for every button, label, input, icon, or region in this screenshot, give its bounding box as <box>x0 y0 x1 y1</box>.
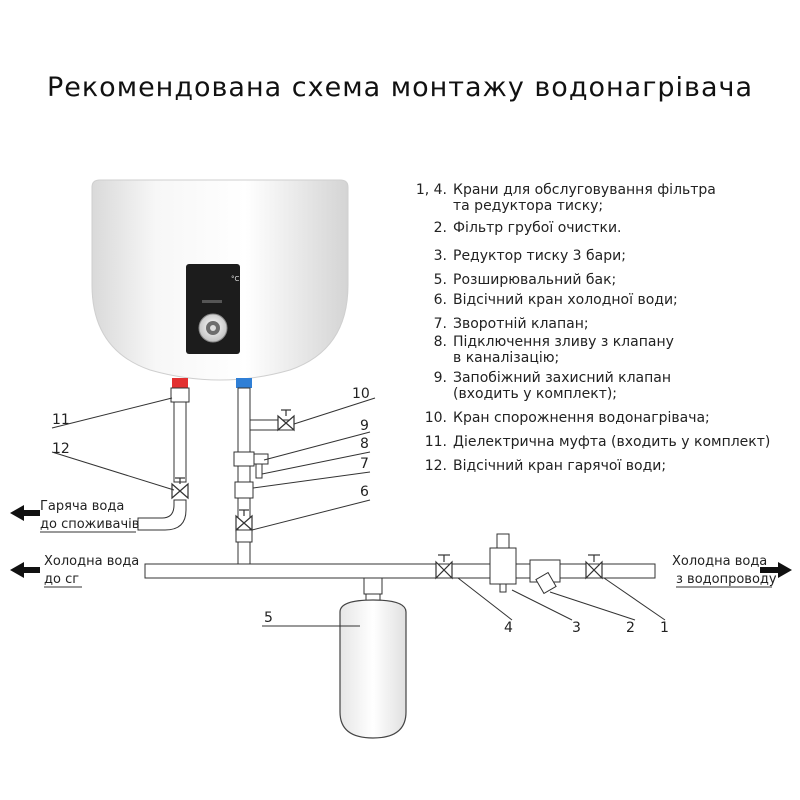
valve-1-icon <box>585 554 603 580</box>
callout-9: 9 <box>360 418 369 434</box>
callout-1: 1 <box>660 620 669 636</box>
expansion-vessel <box>339 599 407 739</box>
cold-shutoff-valve-icon <box>235 509 253 532</box>
legend-item: 11.Діелектрична муфта (входить у комплек… <box>424 434 771 450</box>
callout-7: 7 <box>360 456 369 472</box>
legend-item: 5.Розширювальний бак; <box>433 272 617 288</box>
page-title: Рекомендована схема монтажу водонагрівач… <box>46 72 753 103</box>
callout-3: 3 <box>572 620 581 636</box>
callout-11: 11 <box>52 412 70 428</box>
cold-inlet <box>236 378 252 388</box>
legend-item: 1, 4.Крани для обслуговування фільтра та… <box>415 182 716 214</box>
legend-item: 10.Кран спорожнення водонагрівача; <box>424 410 710 426</box>
callout-6: 6 <box>360 484 369 500</box>
hot-out-label-1: Гаряча вода <box>40 499 124 514</box>
callout-2: 2 <box>626 620 635 636</box>
hot-shutoff-valve-icon <box>171 477 189 500</box>
cold-in-label-1: Холодна вода <box>672 554 767 569</box>
callout-8: 8 <box>360 436 369 452</box>
hot-outlet <box>172 378 188 388</box>
callout-12: 12 <box>52 441 70 457</box>
callout-5: 5 <box>264 610 273 626</box>
cold-out-label-1: Холодна вода <box>44 554 139 569</box>
hot-out-arrow-icon <box>10 505 40 521</box>
callout-4: 4 <box>504 620 513 636</box>
dielectric-coupling <box>170 387 190 403</box>
cold-out-arrow-icon <box>10 562 40 578</box>
legend-item: 9.Запобіжний захисний клапан (входить у … <box>433 370 671 402</box>
drain-valve-icon <box>277 409 295 432</box>
legend-item: 3.Редуктор тиску 3 бари; <box>433 248 626 264</box>
legend-item: 2.Фільтр грубої очистки. <box>433 220 622 236</box>
cold-in-label-2: з водопроводу <box>676 572 777 587</box>
display-unit: °C <box>231 275 240 283</box>
legend-item: 8.Підключення зливу з клапану в каналіза… <box>433 334 674 366</box>
legend-item: 7.Зворотній клапан; <box>433 316 589 332</box>
cold-in-arrow-icon <box>760 562 792 578</box>
hot-out-label-2: до споживачів <box>40 517 139 532</box>
water-heater: °C <box>91 179 349 381</box>
valve-4-icon <box>435 554 453 580</box>
cold-out-label-2: до сг <box>44 572 79 587</box>
callout-10: 10 <box>352 386 370 402</box>
legend-item: 12.Відсічний кран гарячої води; <box>424 458 667 474</box>
legend-item: 6.Відсічний кран холодної води; <box>433 292 678 308</box>
